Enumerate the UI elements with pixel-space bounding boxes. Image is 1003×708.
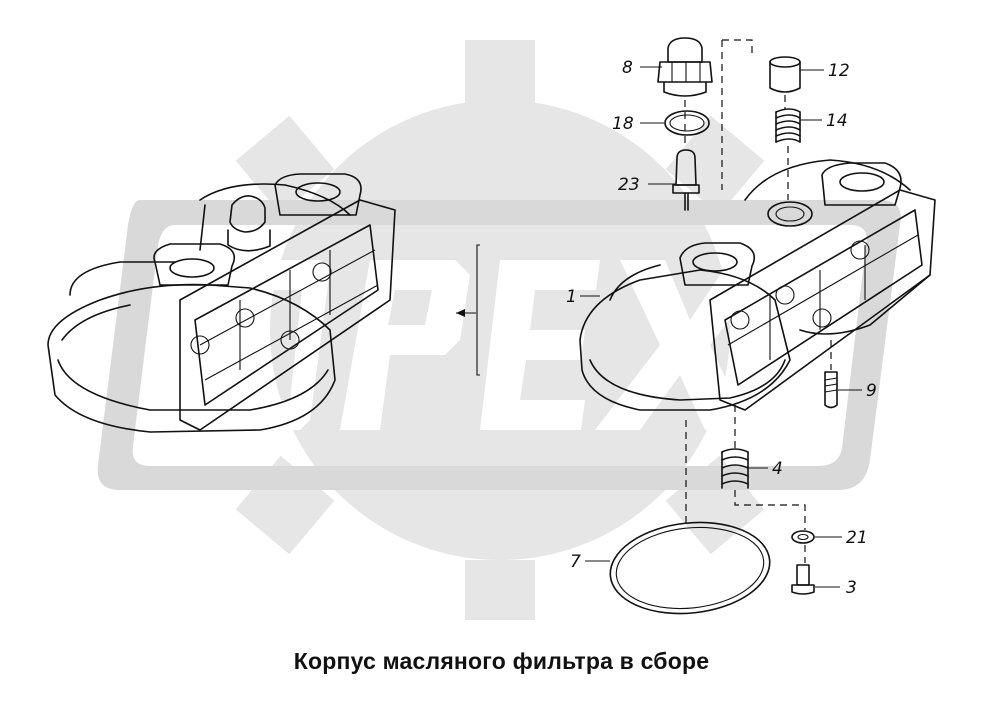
section-marker	[456, 244, 480, 376]
callout-9: 9	[838, 381, 877, 401]
right-filter-housing-assembly	[579, 159, 936, 411]
callout-23: 23	[618, 175, 676, 195]
part-18-seal-ring	[664, 110, 710, 136]
part-9-pin	[824, 371, 838, 409]
callout-3: 3	[815, 578, 857, 598]
diagram-caption: Корпус масляного фильтра в сборе	[293, 648, 710, 674]
svg-text:4: 4	[772, 459, 783, 479]
svg-text:7: 7	[570, 552, 581, 572]
watermark-letters	[220, 260, 775, 430]
part-7-gasket-ring	[609, 521, 771, 615]
callout-18: 18	[612, 114, 664, 134]
callouts: 8 18 23 12 14 1 9 4	[566, 58, 877, 598]
part-4-spring	[721, 448, 749, 489]
svg-text:14: 14	[826, 111, 848, 131]
svg-text:23: 23	[618, 175, 640, 195]
callout-8: 8	[622, 58, 662, 78]
callout-4: 4	[748, 459, 783, 479]
left-filter-housing-assembly	[47, 173, 396, 433]
svg-text:3: 3	[846, 578, 857, 598]
callout-14: 14	[800, 111, 848, 131]
svg-text:21: 21	[846, 528, 868, 548]
watermark-logo	[97, 40, 901, 620]
part-14-spring	[775, 108, 801, 143]
callout-12: 12	[800, 61, 850, 81]
svg-text:1: 1	[566, 287, 577, 307]
part-3-valve	[791, 564, 815, 595]
svg-text:18: 18	[612, 114, 634, 134]
part-12-sleeve	[769, 56, 801, 93]
callout-7: 7	[570, 552, 610, 572]
assembly-lines	[684, 39, 832, 563]
svg-text:8: 8	[622, 58, 633, 78]
svg-text:12: 12	[828, 61, 850, 81]
part-23-sensor	[672, 149, 700, 211]
callout-21: 21	[815, 528, 868, 548]
part-8-plug	[657, 37, 713, 97]
svg-text:9: 9	[866, 381, 877, 401]
callout-1: 1	[566, 287, 600, 307]
part-21-washer	[791, 530, 815, 544]
